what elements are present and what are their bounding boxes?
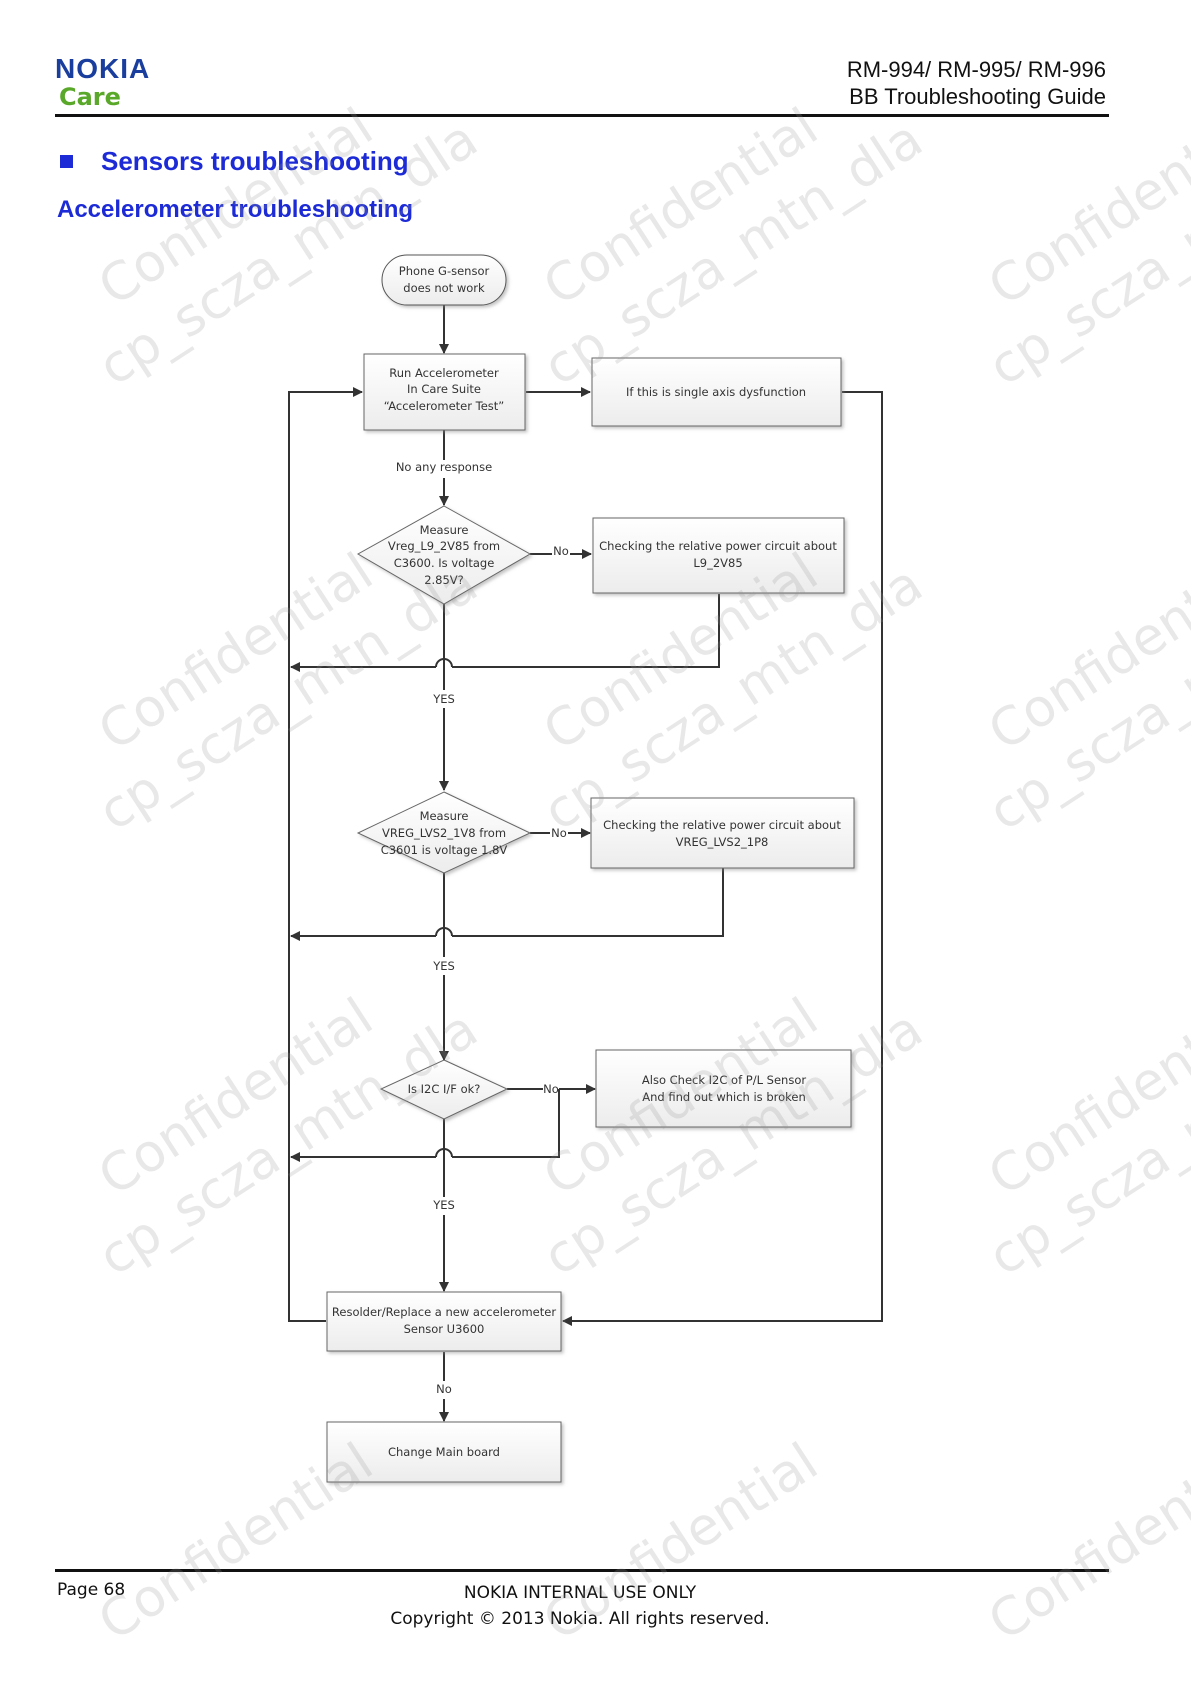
resolder-box: Resolder/Replace a new accelerometer Sen… [326,1291,562,1352]
start-line-1: Phone G-sensor [399,264,490,278]
measure2-line-3: C3601 is voltage 1.8V [381,843,508,857]
check-lvs2-box: Checking the relative power circuit abou… [590,797,855,869]
measure1-line-1: Measure [420,523,469,537]
accelerometer-flowchart: Phone G-sensor does not work Run Acceler… [288,254,883,1483]
check3-line-2: And find out which is broken [642,1090,806,1104]
copyright-notice: Copyright © 2013 Nokia. All rights reser… [390,1609,770,1629]
start-line-2: does not work [403,281,485,295]
run-test-line-1: Run Accelerometer [389,366,499,380]
guide-line: BB Troubleshooting Guide [849,84,1106,109]
nokia-care-logo: NOKIA Care [55,53,151,111]
change-board-box: Change Main board [326,1421,562,1483]
measure2-line-2: VREG_LVS2_1V8 from [382,826,506,840]
resolder-line-1: Resolder/Replace a new accelerometer [332,1305,556,1319]
section-title: Sensors troubleshooting [101,146,409,176]
no-label-4: No [436,1382,452,1396]
measure1-line-2: Vreg_L9_2V85 from [388,539,500,553]
no-response-label: No any response [396,460,492,474]
check3-line-1: Also Check I2C of P/L Sensor [642,1073,806,1087]
measure1-line-4: 2.85V? [424,573,464,587]
footer-divider [55,1569,1109,1572]
document-header: RM-994/ RM-995/ RM-996 BB Troubleshootin… [847,56,1106,110]
measure-lvs2-diamond: Measure VREG_LVS2_1V8 from C3601 is volt… [356,791,532,874]
check-i2c-box: Also Check I2C of P/L Sensor And find ou… [595,1049,852,1128]
measure2-line-1: Measure [420,809,469,823]
start-terminator: Phone G-sensor does not work [381,254,507,306]
subsection-title: Accelerometer troubleshooting [57,196,414,223]
yes-label-1: YES [432,692,455,706]
check1-line-1: Checking the relative power circuit abou… [599,539,837,553]
logo-brand: NOKIA [55,53,151,84]
no-label-2: No [551,826,567,840]
square-bullet-icon [60,154,73,168]
run-test-line-2: In Care Suite [407,382,481,396]
internal-use-notice: NOKIA INTERNAL USE ONLY [463,1583,697,1603]
i2c-check-diamond: Is I2C I/F ok? [379,1059,509,1120]
check2-line-2: VREG_LVS2_1P8 [676,835,769,849]
resolder-line-2: Sensor U3600 [404,1322,485,1336]
single-axis-box: If this is single axis dysfunction [591,357,842,427]
run-test-box: Run Accelerometer In Care Suite “Acceler… [363,353,526,431]
change-board-text: Change Main board [388,1445,500,1459]
single-axis-text: If this is single axis dysfunction [626,385,806,399]
model-line: RM-994/ RM-995/ RM-996 [846,57,1106,82]
yes-label-3: YES [432,1198,455,1212]
yes-label-2: YES [432,959,455,973]
run-test-line-3: “Accelerometer Test” [384,399,505,413]
check2-line-1: Checking the relative power circuit abou… [603,818,841,832]
i2c-text: Is I2C I/F ok? [408,1082,481,1096]
no-label-3: No [543,1082,559,1096]
section-heading: Sensors troubleshooting [60,146,409,177]
check1-line-2: L9_2V85 [693,556,742,570]
logo-sub: Care [59,83,121,111]
page-number: Page 68 [57,1580,126,1600]
header-divider [55,114,1109,117]
no-label-1: No [553,544,569,558]
footer-notice: NOKIA INTERNAL USE ONLY Copyright © 2013… [0,1580,1160,1632]
measure-l9-diamond: Measure Vreg_L9_2V85 from C3600. Is volt… [356,505,532,605]
check-l9-box: Checking the relative power circuit abou… [592,517,845,594]
measure1-line-3: C3600. Is voltage [394,556,495,570]
